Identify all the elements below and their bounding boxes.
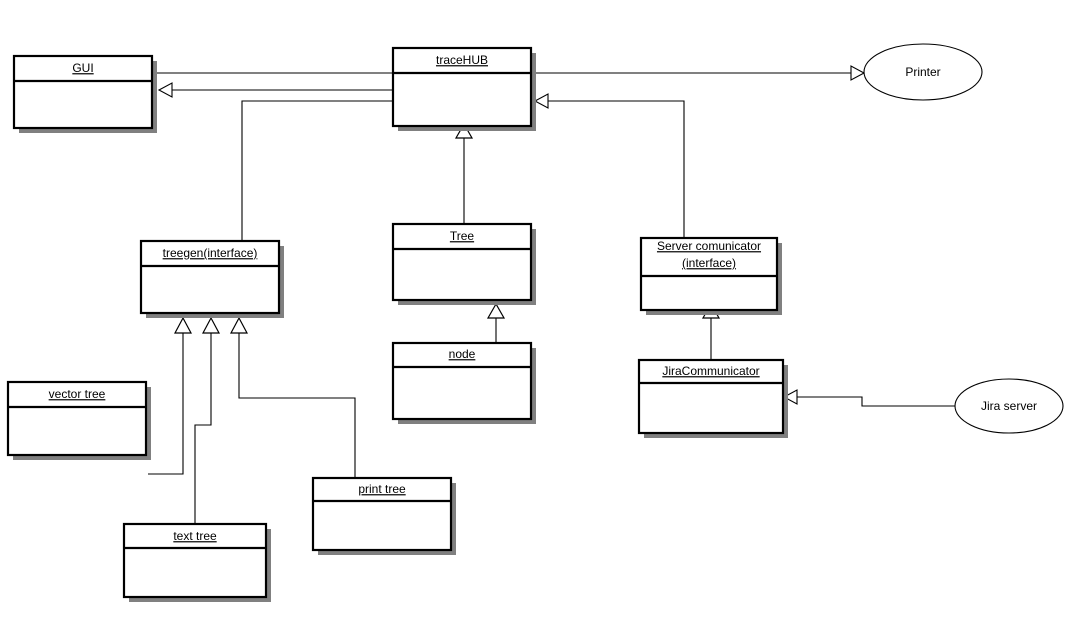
class-box-vector-tree[interactable]: vector tree bbox=[6, 380, 151, 460]
generalization-texttree-to-treegen bbox=[194, 316, 220, 524]
generalization-vectortree-to-treegen bbox=[148, 316, 192, 475]
class-name-treegen: treegen(interface) bbox=[163, 246, 258, 260]
class-name-text-tree: text tree bbox=[173, 529, 217, 543]
link-tracehub-to-printer bbox=[531, 65, 866, 81]
class-name-tracehub: traceHUB bbox=[436, 53, 488, 67]
class-name-vector-tree: vector tree bbox=[49, 387, 106, 401]
class-name-tree: Tree bbox=[450, 229, 475, 243]
class-box-jiracommunicator[interactable]: JiraCommunicator bbox=[637, 358, 788, 438]
class-name-node: node bbox=[449, 347, 476, 361]
link-jiraserver-to-jiracommunicator bbox=[782, 389, 955, 407]
class-box-tree[interactable]: Tree bbox=[391, 222, 536, 305]
generalization-tree-to-tracehub bbox=[454, 122, 474, 224]
class-box-tracehub[interactable]: traceHUB bbox=[391, 46, 536, 131]
link-gui-to-tracehub bbox=[156, 65, 407, 81]
class-box-print-tree[interactable]: print tree bbox=[311, 476, 456, 555]
class-name-jiracommunicator: JiraCommunicator bbox=[662, 364, 759, 378]
actor-printer[interactable]: Printer bbox=[863, 43, 983, 101]
generalization-printtree-to-treegen bbox=[230, 316, 356, 478]
link-treegen-to-tracehub bbox=[241, 93, 407, 241]
class-box-text-tree[interactable]: text tree bbox=[122, 522, 271, 602]
generalization-node-to-tree bbox=[486, 302, 506, 343]
class-box-server-comunicator[interactable]: Server comunicator (interface) bbox=[639, 236, 782, 315]
class-box-treegen[interactable]: treegen(interface) bbox=[139, 239, 284, 318]
actor-label-printer: Printer bbox=[905, 65, 940, 79]
link-servercomm-to-tracehub bbox=[533, 93, 685, 238]
class-box-node[interactable]: node bbox=[391, 341, 536, 424]
class-name-server-comunicator-line1: Server comunicator bbox=[657, 239, 761, 253]
class-name-gui: GUI bbox=[72, 61, 93, 75]
class-name-server-comunicator-line2: (interface) bbox=[682, 256, 736, 270]
link-tracehub-to-gui bbox=[157, 82, 395, 98]
class-box-gui[interactable]: GUI bbox=[12, 54, 157, 133]
class-name-print-tree: print tree bbox=[358, 482, 406, 496]
actor-label-jira-server: Jira server bbox=[981, 399, 1037, 413]
actor-jira-server[interactable]: Jira server bbox=[954, 378, 1064, 434]
